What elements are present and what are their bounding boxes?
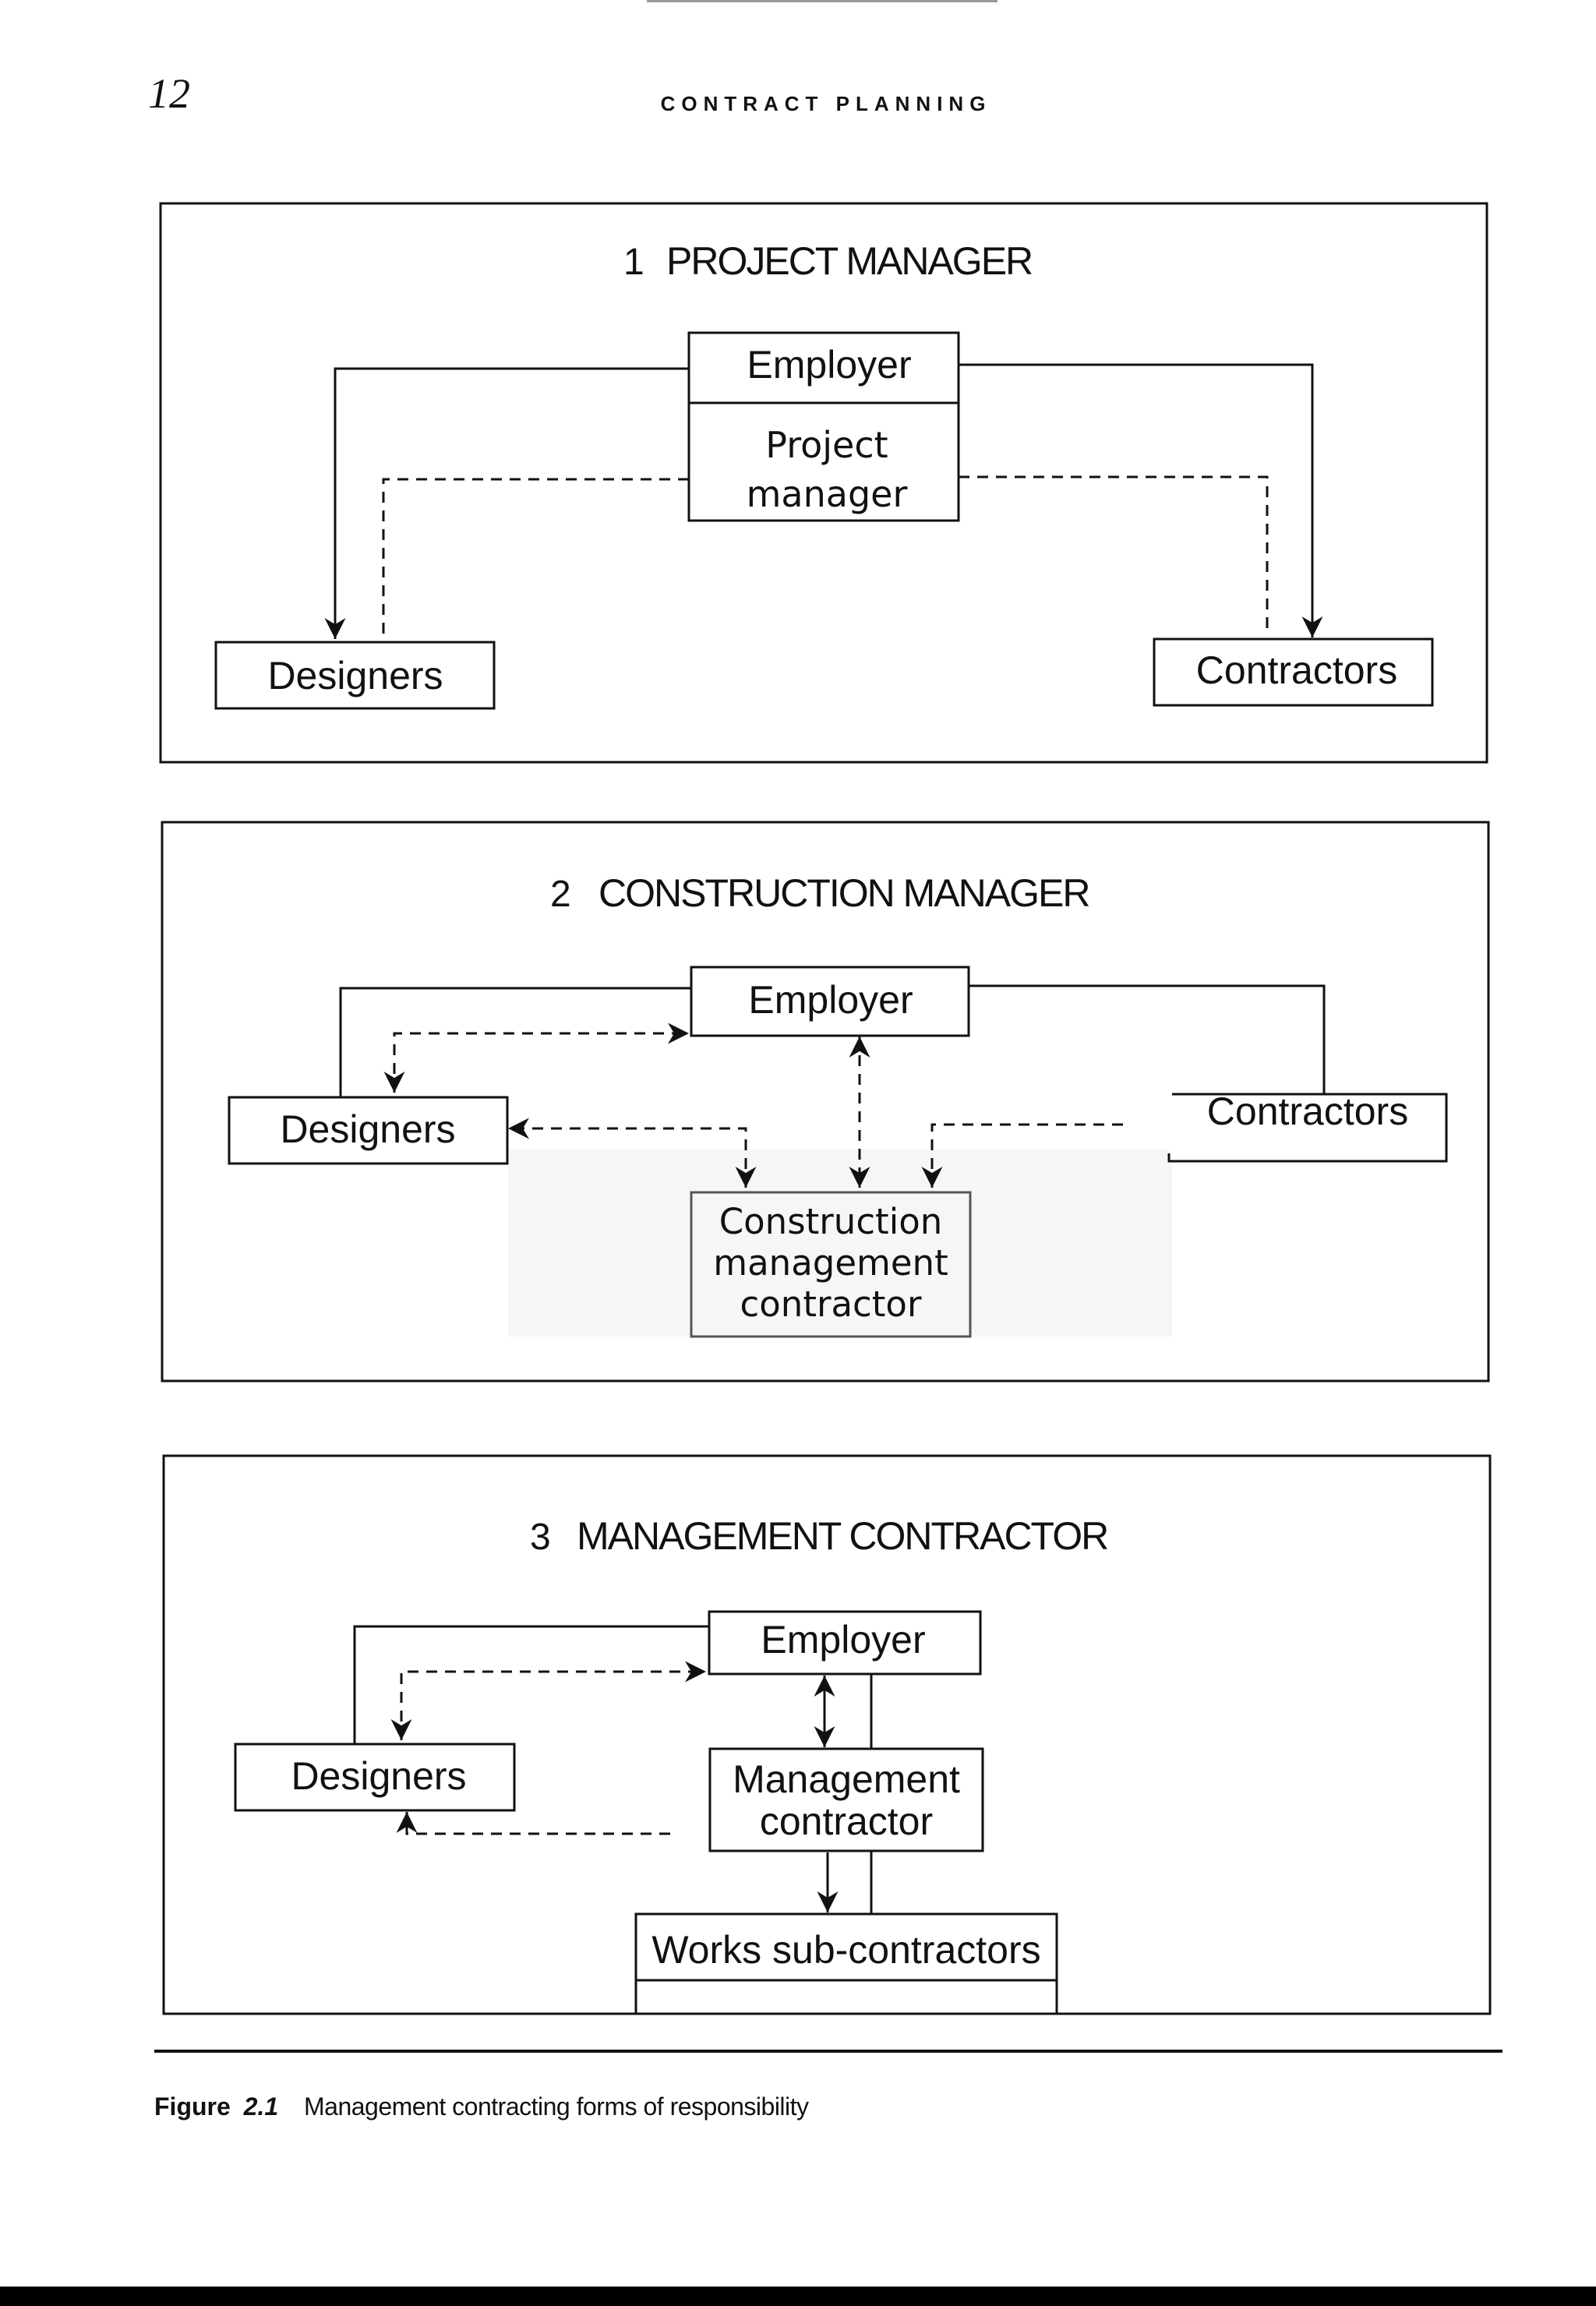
connector-employer-contractors <box>959 363 1323 637</box>
dashed-mc-designers <box>396 1812 670 1835</box>
designers-box <box>234 1743 516 1812</box>
panel-management-contractor: 3 MANAGEMENT CONTRACTOR Employer Designe… <box>162 1454 1492 2015</box>
employer-box <box>690 966 970 1037</box>
panel-number: 3 <box>530 1517 551 1558</box>
contractors-box <box>1153 637 1434 707</box>
connector-employer-designers <box>339 987 691 1097</box>
page-number: 12 <box>148 70 190 117</box>
employer-label: Employer <box>748 978 913 1022</box>
connector-employer-designers <box>353 1625 709 1744</box>
panel-construction-manager: 2 CONSTRUCTION MANAGER Employer Designer… <box>161 821 1490 1383</box>
designers-box <box>228 1096 509 1165</box>
mc-label-line1: Management <box>733 1757 960 1801</box>
dashed-designers-employer <box>390 1661 706 1740</box>
figure-caption-text: Management contracting forms of responsi… <box>304 2092 809 2121</box>
cmc-box <box>690 1191 972 1338</box>
dashed-designers-employer <box>383 1022 689 1093</box>
employer-label: Employer <box>747 343 911 387</box>
contractors-label: Contractors <box>1196 648 1397 692</box>
panel-title: PROJECT MANAGER <box>666 239 1032 283</box>
designers-box <box>214 641 496 710</box>
mc-label-line2: contractor <box>760 1799 933 1843</box>
designers-label: Designers <box>267 654 443 697</box>
figure-label: Figure <box>154 2092 231 2121</box>
employer-box <box>708 1610 982 1676</box>
dashed-pm-designers <box>382 478 689 641</box>
employer-label: Employer <box>761 1618 925 1662</box>
cmc-label-line3: contractor <box>740 1284 922 1325</box>
cmc-label-line1: Construction <box>719 1201 943 1242</box>
panel-number: 2 <box>550 874 571 915</box>
connector-employer-designers <box>324 367 689 639</box>
panel-number: 1 <box>623 242 644 283</box>
panel-frame <box>161 821 1490 1383</box>
panel-frame <box>159 202 1488 764</box>
contractors-label: Contractors <box>1207 1089 1408 1133</box>
panel-project-manager: 1 PROJECT MANAGER Employer Project manag… <box>159 202 1488 764</box>
scan-artifact-top <box>647 0 998 2</box>
designers-label: Designers <box>280 1107 455 1151</box>
mc-box <box>708 1747 984 1852</box>
dashed-cmc-contractors <box>921 1123 1130 1188</box>
figure-caption-label: Figure 2.1 <box>154 2092 278 2121</box>
contractors-box <box>1167 1093 1448 1163</box>
works-box <box>634 1912 1058 2015</box>
project-manager-label-line2: manager <box>747 473 908 515</box>
connector-employer-contractors <box>969 984 1326 1094</box>
running-title: CONTRACT PLANNING <box>661 92 992 115</box>
figure-number: 2.1 <box>243 2092 278 2121</box>
panel-title: MANAGEMENT CONTRACTOR <box>577 1514 1107 1558</box>
project-manager-box <box>687 401 960 522</box>
dashed-pm-contractors <box>959 475 1269 636</box>
project-manager-label-line1: Project <box>765 424 888 466</box>
dashed-cmc-designers <box>508 1118 757 1188</box>
works-label: Works sub-contractors <box>651 1928 1040 1972</box>
scan-artifact-bottom <box>0 2287 1596 2306</box>
panel-title: CONSTRUCTION MANAGER <box>598 871 1089 915</box>
designers-label: Designers <box>291 1754 466 1798</box>
cmc-label-line2: management <box>713 1242 948 1284</box>
